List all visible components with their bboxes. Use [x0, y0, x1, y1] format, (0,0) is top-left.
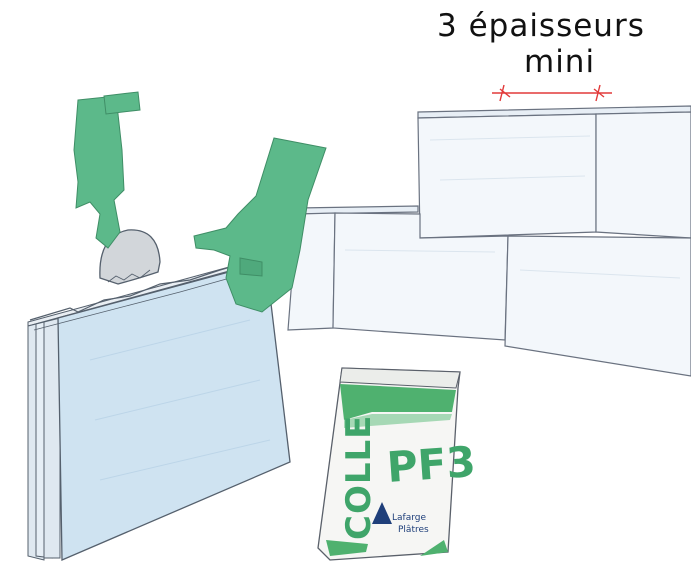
bag-product-vertical: COLLE: [339, 415, 379, 540]
annotation-line-1: 3 épaisseurs: [437, 8, 645, 44]
bag-product-code: PF3: [385, 437, 477, 492]
colle-bag: COLLE PF3 Lafarge Plâtres: [318, 368, 477, 560]
left-glove-icon: [74, 92, 140, 248]
bag-brand-line1: Lafarge: [392, 513, 426, 523]
block-wall: [288, 106, 691, 376]
bag-brand-line2: Plâtres: [398, 525, 429, 535]
block-top-right: [596, 112, 691, 238]
dimension-marker: [492, 85, 612, 101]
block-bottom-3: [505, 236, 691, 376]
annotation-line-2: mini: [524, 44, 595, 80]
